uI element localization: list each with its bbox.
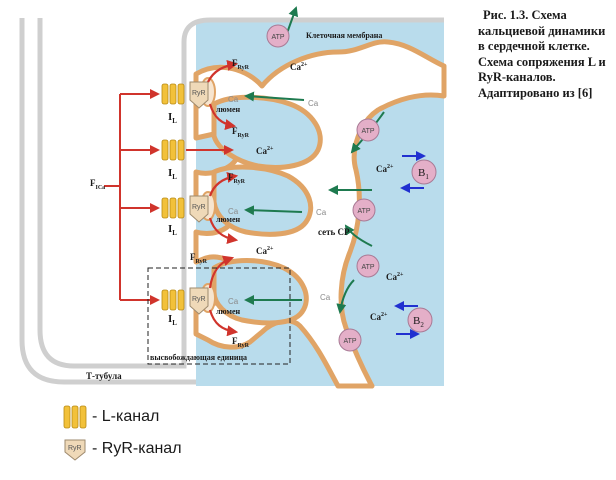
b-label: B (418, 167, 425, 179)
atp-pump-2 (352, 198, 376, 222)
legend-l-channel: - L-канал (62, 404, 159, 430)
ryr-chip-label-3: RyR (192, 296, 206, 303)
l-channel-1 (161, 83, 185, 105)
il-label: IL (168, 167, 177, 181)
buffer-arrows (394, 151, 426, 339)
calcium-dynamics-diagram: RyR RyR RyR (19, 6, 447, 389)
release-unit-label: высвобождающая единица (150, 353, 247, 362)
l-channel-4 (161, 289, 185, 311)
ca2-label: Ca2+ (370, 312, 388, 322)
atp-label: ATP (271, 34, 284, 41)
fryr-label: FRyR (232, 126, 250, 139)
sr-network-label: сеть СР (318, 227, 350, 237)
il-label: IL (168, 111, 177, 125)
release-unit-box (147, 267, 291, 365)
ryr-channels (189, 81, 209, 315)
uptake-arrows (244, 6, 385, 314)
l-channel-icon (63, 405, 87, 429)
ryr-channel-3 (189, 287, 209, 315)
ryr-channel-icon: RyR (64, 439, 86, 461)
ca2-label: Ca2+ (256, 146, 274, 156)
atp-pumps (266, 24, 380, 352)
ryr-chip-label-2: RyR (192, 204, 206, 211)
figure-caption: Рис. 1.3. Схема кальциевой динамики в се… (478, 8, 610, 102)
atp-label: ATP (343, 338, 356, 345)
lumen-label: люмен (216, 307, 240, 316)
ryr-channel-2 (189, 195, 209, 223)
ca2-label: Ca2+ (256, 246, 274, 256)
ca-sr-label: Ca (320, 293, 331, 302)
legend-ryr-channel: RyR - RyR-канал (62, 436, 182, 462)
ryr-channel-1 (189, 81, 209, 109)
atp-pump-membrane (266, 24, 290, 48)
atp-label: ATP (357, 208, 370, 215)
ca-sr-label: Ca (308, 99, 319, 108)
fryr-label: FRyR (232, 336, 250, 349)
b-sub: 2 (420, 321, 424, 329)
ca-sr-label: Ca (228, 297, 239, 306)
t-tubule (19, 17, 444, 385)
b-sub: 1 (425, 173, 429, 181)
legend-l-channel-label: - L-канал (92, 408, 160, 425)
atp-label: ATP (361, 128, 374, 135)
l-channels (161, 83, 185, 311)
fryr-label: FRyR (228, 172, 246, 185)
caption-body: кальциевой динамики в сердечной клетке. … (478, 23, 606, 100)
fryr-label: FRyR (190, 252, 208, 265)
atp-pump-3 (356, 254, 380, 278)
fica-label: FICa (90, 178, 105, 191)
atp-pump-1 (356, 118, 380, 142)
ca-sr-label: Ca (228, 207, 239, 216)
ca2-label: Ca2+ (290, 62, 308, 72)
ca-sr-label: Ca (316, 208, 327, 217)
lumen-label: люмен (216, 215, 240, 224)
l-channel-2 (161, 139, 185, 161)
t-tubule-label: Т-тубула (86, 371, 122, 381)
il-label: IL (168, 313, 177, 327)
ca2-label: Ca2+ (376, 164, 394, 174)
cytosol-islands (211, 94, 323, 326)
caption-title: Рис. 1.3. Схема (483, 8, 567, 22)
cell-membrane-label: Клеточная мембрана (306, 31, 382, 40)
il-label: IL (168, 223, 177, 237)
l-channel-3 (161, 197, 185, 219)
atp-pump-4 (338, 328, 362, 352)
ca-sr-label: Ca (228, 95, 239, 104)
svg-text:B2: B2 (413, 315, 424, 329)
buffer-b1: B1 (411, 159, 437, 185)
atp-label: ATP (361, 264, 374, 271)
ryr-chip-label-1: RyR (192, 90, 206, 97)
fryr-arrows (207, 60, 239, 337)
svg-text:RyR: RyR (68, 445, 82, 452)
svg-text:B1: B1 (418, 167, 429, 181)
ica-arrows (104, 89, 234, 305)
fryr-label: FRyR (232, 58, 250, 71)
buffer-b2: B2 (407, 307, 433, 333)
ca2-label: Ca2+ (386, 272, 404, 282)
lumen-label: люмен (216, 105, 240, 114)
legend-ryr-channel-label: - RyR-канал (92, 440, 182, 457)
b-label: B (413, 315, 420, 327)
